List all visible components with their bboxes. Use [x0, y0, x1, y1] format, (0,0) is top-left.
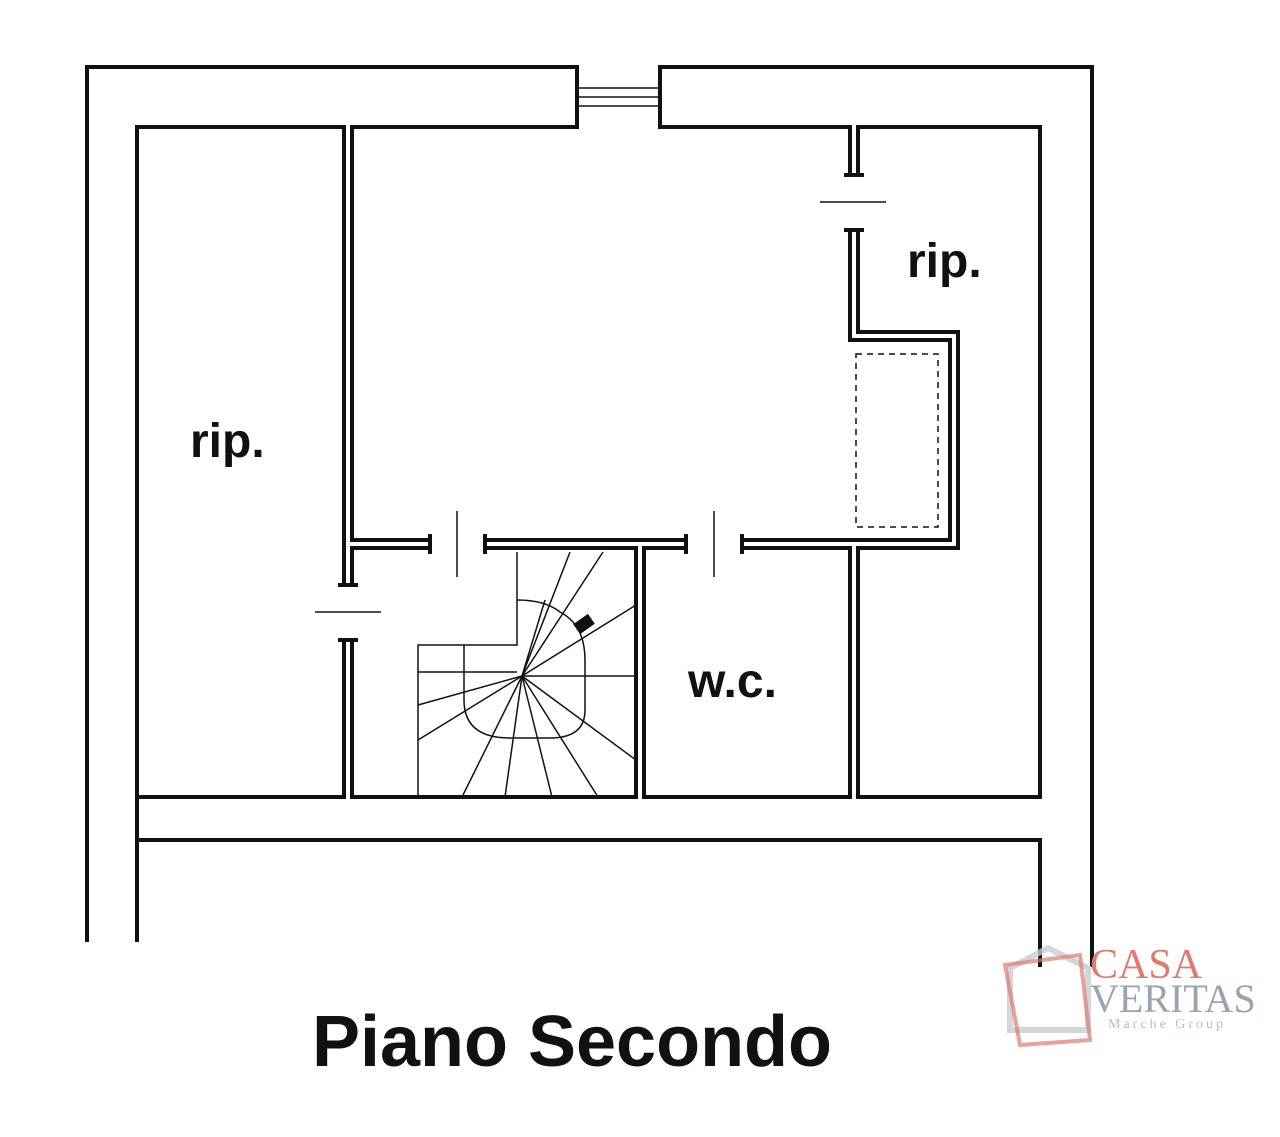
room-label-storage-left: rip. [190, 415, 265, 468]
floor-title: Piano Secondo [312, 1002, 832, 1082]
interior-walls [342, 125, 960, 799]
room-label-wc: w.c. [687, 655, 777, 708]
spiral-staircase [417, 551, 637, 798]
logo-text-subtitle: Marche Group [1108, 1017, 1226, 1032]
logo-text-casa: CASA [1090, 942, 1203, 988]
company-logo: CASA VERITAS Marche Group [1002, 942, 1256, 1048]
dashed-fixture [855, 353, 939, 528]
logo-house-icon [1007, 944, 1091, 1033]
door-marks [315, 173, 886, 642]
logo-text-veritas: VERITAS [1090, 976, 1256, 1021]
room-label-storage-right: rip. [907, 235, 982, 288]
outer-walls [85, 65, 1094, 967]
stair-arrow-marker [573, 613, 595, 635]
window [575, 65, 662, 129]
